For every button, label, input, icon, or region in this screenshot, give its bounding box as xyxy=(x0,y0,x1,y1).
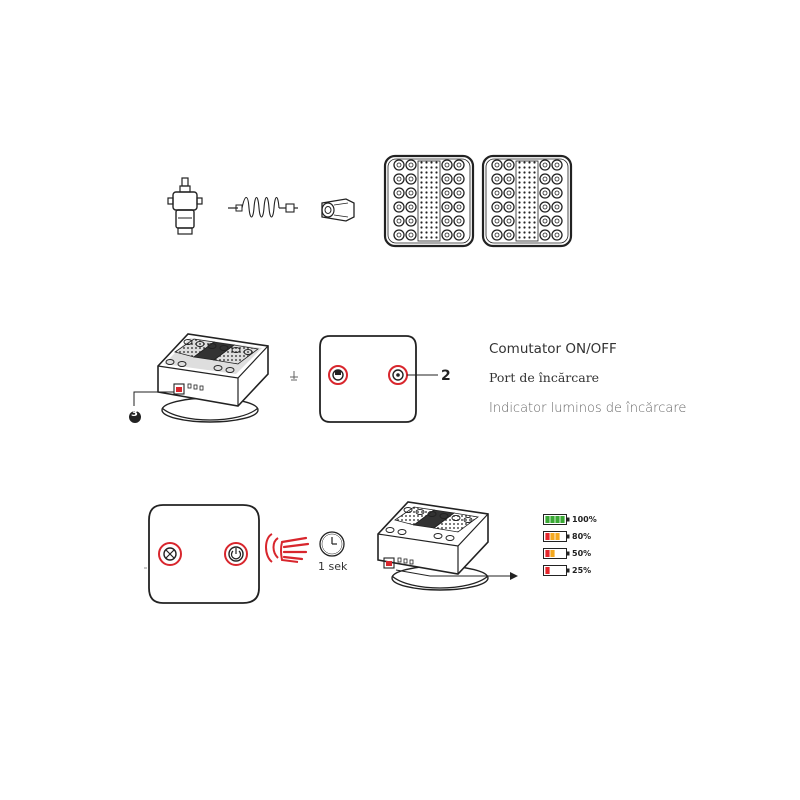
timer-label: 1 sek xyxy=(318,560,348,573)
battery-icon xyxy=(543,548,570,559)
label-charging-port: Port de încărcare xyxy=(489,370,600,385)
battery-cell xyxy=(555,533,560,540)
switch-knob-icon xyxy=(158,542,182,566)
tail-lights-pair xyxy=(384,155,578,247)
power-button-icon xyxy=(224,542,248,566)
usb-symbol-icon xyxy=(290,371,298,381)
press-hand-icon xyxy=(265,533,310,563)
battery-cell xyxy=(545,533,550,540)
battery-tip xyxy=(567,534,570,539)
battery-cell xyxy=(550,533,555,540)
coiled-cable-icon xyxy=(228,196,298,218)
callout-2-label: 2 xyxy=(441,368,451,384)
battery-label: 80% xyxy=(572,532,592,541)
callout-3-marker xyxy=(129,411,141,423)
back-panel xyxy=(319,335,438,423)
battery-tip xyxy=(567,568,570,573)
battery-cell xyxy=(550,516,555,523)
plug-adapter-icon xyxy=(167,177,203,235)
battery-cell xyxy=(545,516,550,523)
battery-cell xyxy=(550,550,555,557)
battery-cell xyxy=(545,550,550,557)
battery-icon xyxy=(543,514,570,525)
battery-cell xyxy=(560,516,565,523)
battery-body xyxy=(543,531,567,542)
battery-body xyxy=(543,514,567,525)
battery-label: 25% xyxy=(572,566,592,575)
battery-body xyxy=(543,548,567,559)
battery-cell xyxy=(545,567,550,574)
battery-tip xyxy=(567,517,570,522)
back-panel-power xyxy=(144,504,260,604)
callout-3-label: 3 xyxy=(131,408,138,419)
battery-icon xyxy=(543,531,570,542)
battery-body xyxy=(543,565,567,576)
battery-label: 50% xyxy=(572,549,592,558)
switch-knob-icon xyxy=(328,365,348,385)
battery-cell xyxy=(555,516,560,523)
battery-tip xyxy=(567,551,570,556)
tail-light-3d-view-indicator xyxy=(377,501,518,591)
car-charger-icon xyxy=(321,198,355,222)
clock-icon xyxy=(319,531,345,557)
tail-light-3d-view xyxy=(133,333,269,423)
battery-label: 100% xyxy=(572,515,597,524)
label-charging-indicator: Indicator luminos de încărcare xyxy=(489,401,687,416)
battery-icon xyxy=(543,565,570,576)
label-switch: Comutator ON/OFF xyxy=(489,341,617,357)
